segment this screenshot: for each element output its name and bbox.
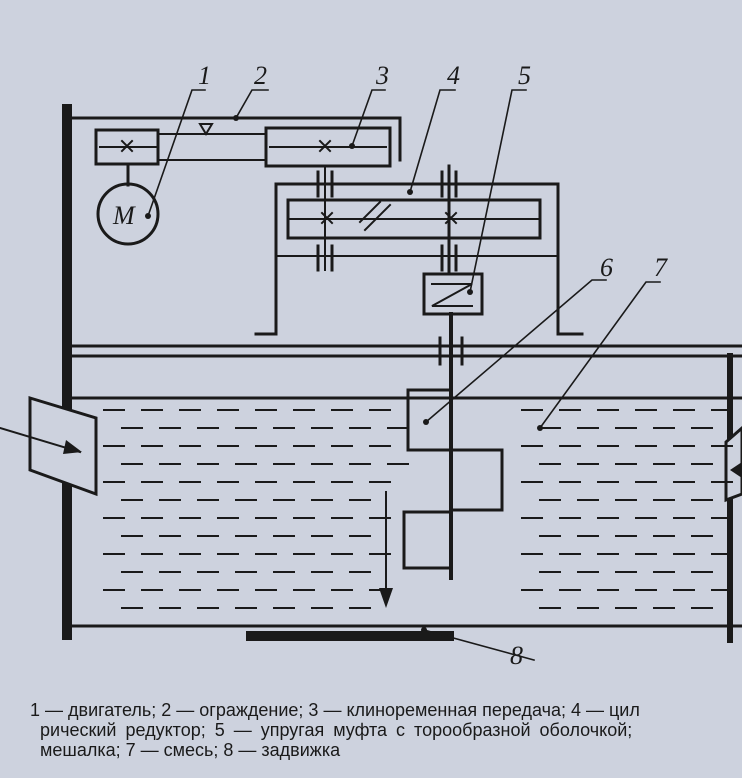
motor-icon [96,182,160,246]
gate-valve [246,631,454,641]
leader-dots [145,115,543,633]
callout-7: 7 [654,253,668,282]
callout-4: 4 [447,61,460,90]
figure-caption: 1 — двигатель; 2 — ограждение; 3 — клино… [30,700,742,760]
callout-5: 5 [518,61,531,90]
left-wall [62,104,72,640]
caption-line-1: 1 — двигатель; 2 — ограждение; 3 — клино… [30,700,640,720]
gear-hatch [358,200,382,224]
reducer-housing [254,182,584,336]
flow-down-arrow-icon [379,588,393,608]
gear-hatch-2 [363,203,392,232]
callout-1: 1 [198,61,211,90]
inlet-arrow-icon [63,440,82,454]
cross-mark-icon [120,139,332,153]
driven-pulley [264,126,392,168]
guard-frame [70,116,402,162]
stirrer-paddle-1 [406,388,453,452]
callout-8: 8 [510,641,523,670]
mixer-diagram: M [0,61,742,670]
mixture-dashes [103,409,733,609]
callout-6: 6 [600,253,613,282]
caption-line-3: мешалка; 7 — смесь; 8 — задвижка [40,740,341,760]
guard-marker-icon [198,123,214,136]
caption-line-2: рический редуктор; 5 — упругая муфта с т… [40,720,633,740]
leader-lines [146,89,661,661]
stirrer-paddle-2 [449,448,504,512]
callout-3: 3 [375,61,389,90]
coupling-spring-icon [431,283,473,307]
callout-2: 2 [254,61,267,90]
motor-label: M [112,201,136,230]
stirrer-paddle-3 [402,510,453,570]
outlet-arrow-icon [730,462,742,478]
bearings [316,170,458,272]
